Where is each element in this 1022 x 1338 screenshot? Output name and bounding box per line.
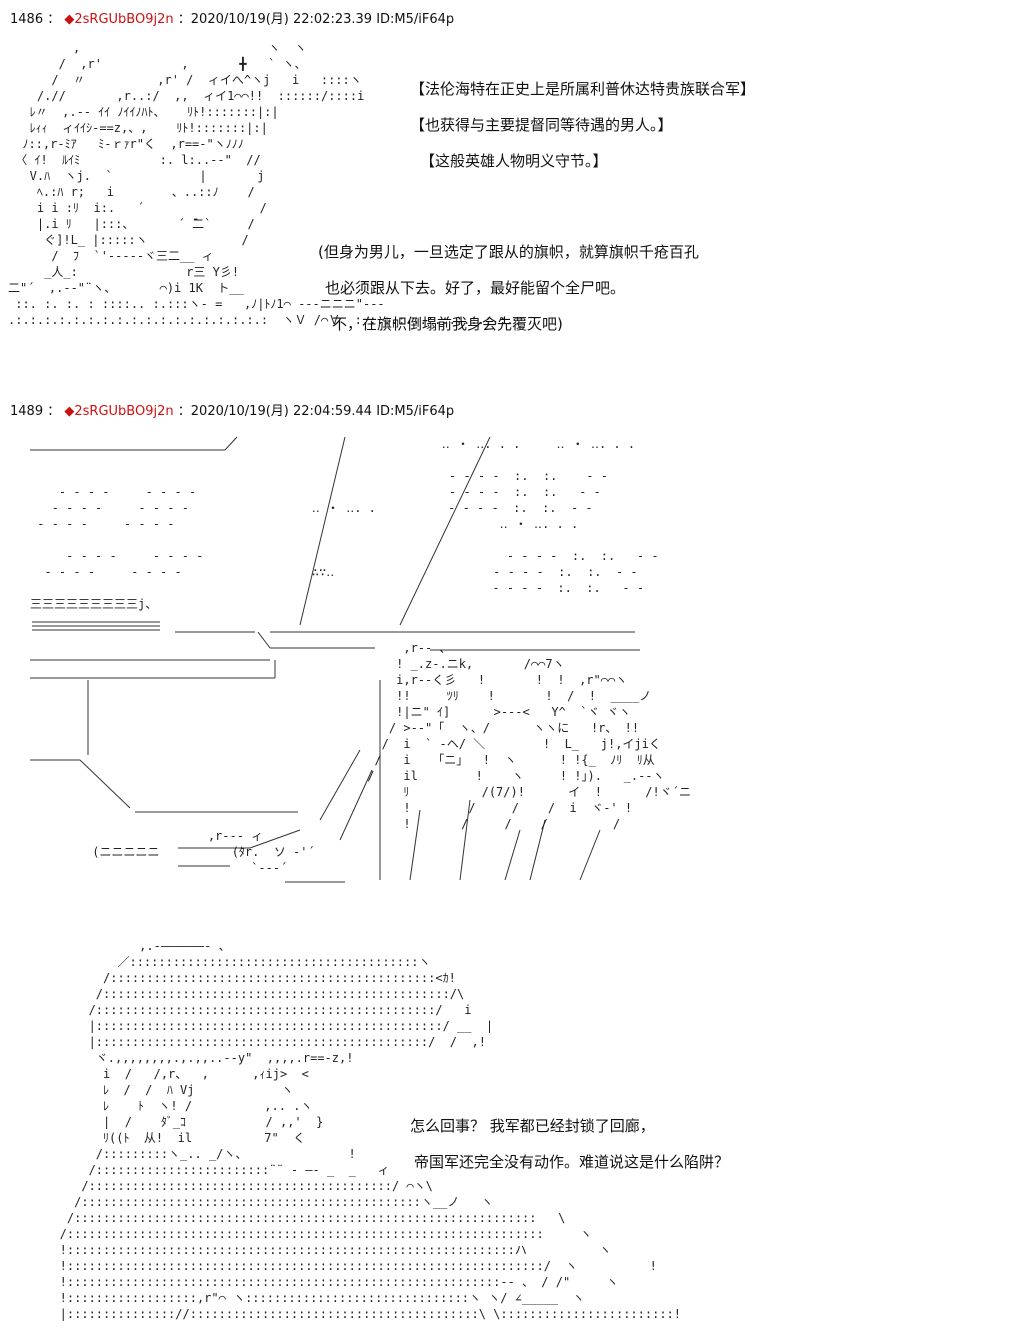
post-colon: ： (177, 12, 191, 27)
post-separator: ： (47, 12, 61, 27)
post-separator: ： (47, 404, 61, 419)
monologue-line-1: (但身为男儿，一旦选定了跟从的旗帜，就算旗帜千疮百孔 (318, 243, 699, 261)
post-colon: ： (177, 404, 191, 419)
ascii-art-portrait-2: ,.‐――――――- 、 ／::::::::::::::::::::::::::… (59, 939, 681, 1321)
trip-diamond-icon: ◆ (64, 404, 75, 419)
monologue-line-3: 不，在旗帜倒塌前我身会先覆灭吧) (332, 315, 563, 333)
speech-line-1: 怎么回事？ 我军都已经封锁了回廊， (410, 1117, 655, 1135)
ascii-art-gun: ,r--‐ ィ (ニニニニニ (ﾀr. ソ ‐'´ `‐-‐´ (92, 829, 315, 875)
ascii-art-bridge-scene (30, 436, 640, 883)
post-date: 2020/10/19(月) 22:02:23.39 (190, 12, 373, 27)
post-header-1486: 1486 ： ◆2sRGUbBO9j2n ：2020/10/19(月) 22:0… (10, 8, 454, 27)
post-id: ID:M5/iF64p (376, 12, 455, 27)
trip-diamond-icon: ◆ (64, 12, 75, 27)
post-number: 1489 (10, 404, 44, 419)
narration-line-3: 【这般英雄人物明义守节。】 (420, 152, 608, 170)
narration-line-2: 【也获得与主要提督同等待遇的男人。】 (410, 116, 673, 134)
ascii-art-portrait-1: , ヽ ヽ / ,r' , ╋ ` ヽ、 / 〃 ,r' / ィイへ^ヽj i … (8, 41, 514, 327)
speech-line-2: 帝国军还完全没有动作。难道说这是什么陷阱？ (414, 1153, 730, 1171)
post-date: 2020/10/19(月) 22:04:59.44 (190, 404, 373, 419)
narration-line-1: 【法伦海特在正史上是所属利普休达特贵族联合军】 (410, 80, 756, 98)
ascii-art-soldiers: ,r‐‐ ､ ! _.z-.ニk, /⌒⌒7ヽ i,r-‐く彡 ! ! ! ,r… (367, 641, 691, 831)
post-id: ID:M5/iF64p (376, 404, 455, 419)
post-header-1489: 1489 ： ◆2sRGUbBO9j2n ：2020/10/19(月) 22:0… (10, 400, 454, 419)
ascii-art-bridge-fragments: ‥ ・ ‥. . . ‥ ・ ‥. . . - - - - :. :. - - … (30, 437, 659, 611)
trip-code[interactable]: 2sRGUbBO9j2n (74, 404, 174, 419)
post-number: 1486 (10, 12, 44, 27)
trip-code[interactable]: 2sRGUbBO9j2n (74, 12, 174, 27)
monologue-line-2: 也必须跟从下去。好了，最好能留个全尸吧。 (325, 279, 626, 297)
